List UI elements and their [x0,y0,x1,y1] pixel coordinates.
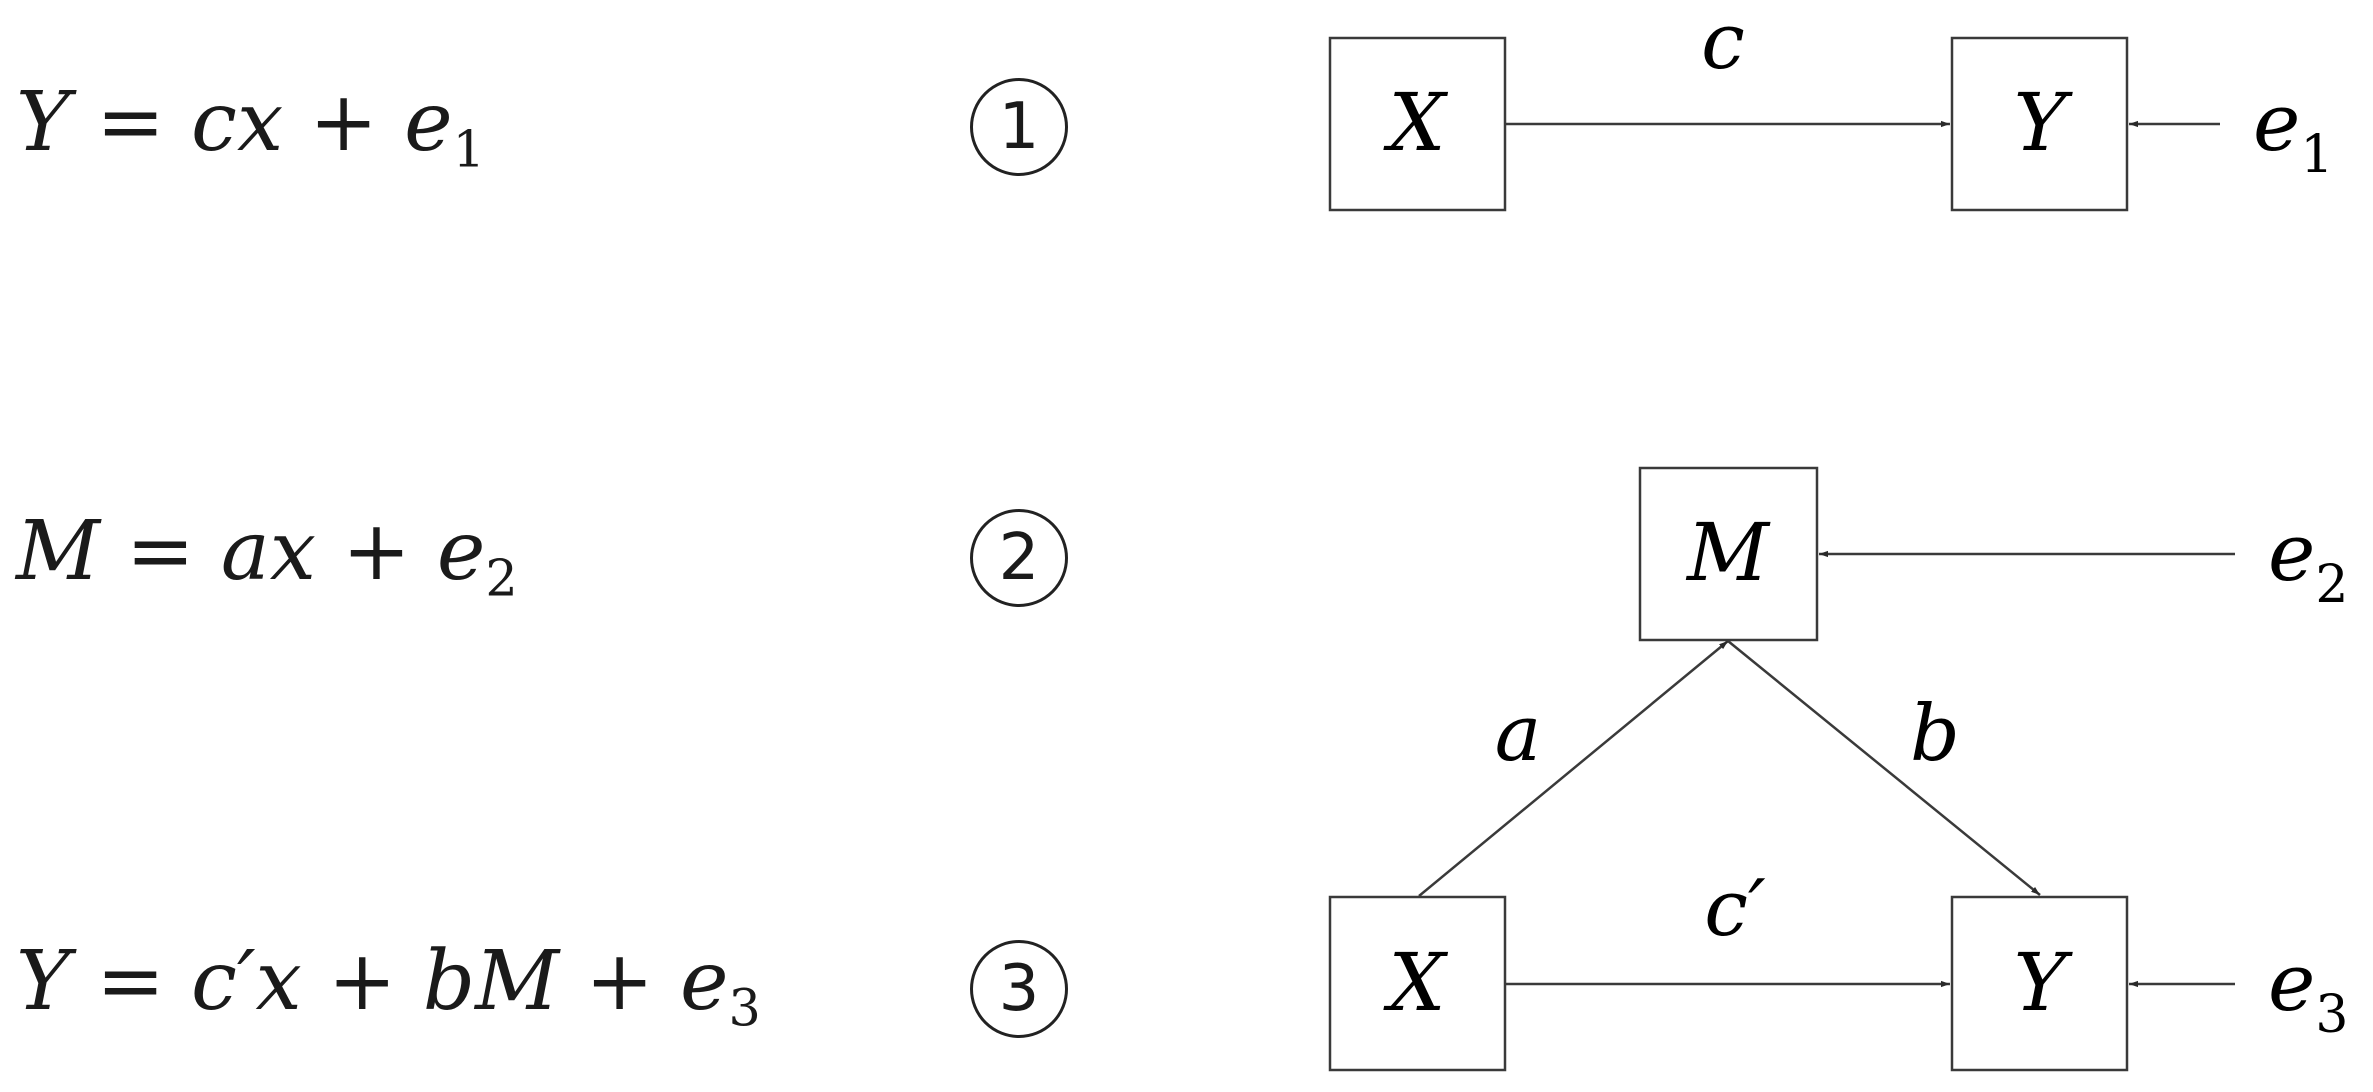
diagram2-x-box [1328,895,1507,1072]
eq2-lhs: M [16,504,100,599]
diagram2-error-y-label: e3 [2268,936,2348,1045]
equation-1: Y = cx + e1 [16,82,485,175]
eq3-term3: e [680,934,729,1029]
marker-3-label: 3 [998,952,1040,1026]
diagram2-path-b-label: b [1910,689,1960,779]
diagram2-error-m-e: e [2268,506,2315,599]
circled-marker-2: 2 [970,509,1068,607]
diagram1-x-label: X [1383,76,1449,169]
diagram2-y-label: Y [2014,936,2074,1029]
eq2-term2: e [436,504,486,599]
eq2-equals: = [126,504,195,599]
diagram1-x-box [1328,36,1507,212]
diagram2-m-label: M [1685,506,1771,599]
diagram2-arrow-b [1727,640,2041,896]
diagram2-error-y-sub: 3 [2315,985,2348,1045]
circled-marker-1: 1 [970,78,1068,176]
diagram1-path-c-label: c [1701,0,1745,87]
diagram1-error-e: e [2253,76,2300,169]
eq3-term2: bM [422,934,560,1029]
eq1-term2: e [404,75,453,170]
diagram-2: M X Y a b c′ e2 e3 [1328,466,2348,1072]
eq1-equals: = [96,75,165,170]
eq3-term3-sub: 3 [728,978,761,1038]
eq1-plus: + [309,75,378,170]
diagram1-error-sub: 1 [2300,125,2333,185]
marker-2-label: 2 [998,521,1040,595]
eq3-plus1: + [327,934,397,1029]
diagram1-error-label: e1 [2253,76,2333,185]
diagram1-y-box [1950,36,2129,212]
diagram2-path-a-label: a [1495,689,1542,779]
diagram2-error-m-sub: 2 [2315,555,2348,615]
eq2-term1: ax [220,504,316,599]
eq3-lhs: Y [16,934,71,1029]
circled-marker-3: 3 [970,940,1068,1038]
eq1-term1: cx [191,75,284,170]
diagram2-error-m-label: e2 [2268,506,2348,615]
diagram2-path-c-prime-label: c′ [1704,864,1766,954]
eq1-term2-sub: 1 [452,119,485,179]
eq3-equals: = [96,934,165,1029]
eq1-lhs: Y [16,75,71,170]
diagram2-y-box [1950,895,2129,1072]
diagram-1: X Y c e1 [1328,0,2333,212]
equation-2: M = ax + e2 [16,511,518,604]
diagram2-m-box [1638,466,1819,642]
diagram2-arrow-a [1418,640,1729,897]
diagram2-error-y-e: e [2268,936,2315,1029]
equation-3: Y = c′x + bM + e3 [16,941,761,1034]
eq2-term2-sub: 2 [485,548,518,608]
eq3-term1: c′x [191,934,302,1029]
eq2-plus: + [342,504,411,599]
diagram1-y-label: Y [2014,76,2074,169]
eq3-plus2: + [585,934,654,1029]
marker-1-label: 1 [998,90,1040,164]
diagram2-x-label: X [1383,936,1449,1029]
